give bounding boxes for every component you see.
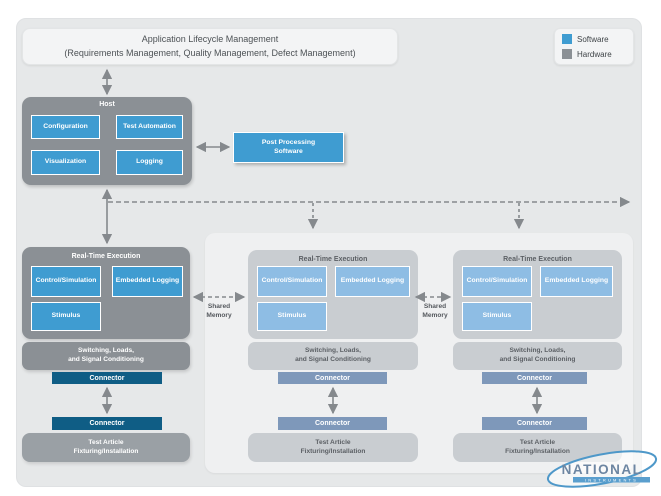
legend-hardware-label: Hardware	[577, 49, 612, 59]
legend-item-software: Software	[562, 34, 626, 44]
ni-logo-national-text: NATIONAL	[562, 462, 643, 477]
module-embedded-logging-left: Embedded Logging	[112, 266, 183, 297]
module-embedded-logging-right: Embedded Logging	[540, 266, 613, 297]
switching-box-right: Switching, Loads, and Signal Conditionin…	[453, 342, 622, 370]
connector-bottom-right: Connector	[482, 417, 587, 430]
shared-memory-label-left: Shared Memory	[206, 303, 232, 319]
module-control-simulation-right: Control/Simulation	[462, 266, 532, 297]
connector-bottom-middle: Connector	[278, 417, 387, 430]
alm-box: Application Lifecycle Management (Requir…	[22, 28, 398, 65]
ni-logo-instruments-text: INSTRUMENTS	[585, 477, 638, 482]
connector-bottom-left: Connector	[52, 417, 162, 430]
host-title: Host	[99, 101, 115, 108]
module-test-automation: Test Automation	[116, 115, 183, 139]
shared-memory-label-right: Shared Memory	[422, 303, 448, 319]
legend-software-label: Software	[577, 34, 609, 44]
rte-box-right: Real-Time Execution Control/Simulation E…	[453, 250, 622, 339]
module-logging: Logging	[116, 150, 183, 175]
module-stimulus-right: Stimulus	[462, 302, 532, 331]
switching-box-left: Switching, Loads, and Signal Conditionin…	[22, 342, 190, 370]
rte-title-middle: Real-Time Execution	[298, 256, 368, 263]
module-control-simulation-middle: Control/Simulation	[257, 266, 327, 297]
ni-logo-instruments-bar	[573, 477, 650, 483]
post-processing-software-box: Post Processing Software	[233, 132, 344, 163]
rte-title-left: Real-Time Execution	[71, 253, 141, 260]
ni-logo: NATIONAL INSTRUMENTS	[546, 450, 658, 488]
test-article-box-left: Test Article Fixturing/Installation	[22, 433, 190, 462]
hardware-swatch-icon	[562, 49, 572, 59]
rte-box-left: Real-Time Execution Control/Simulation E…	[22, 247, 190, 339]
rte-title-right: Real-Time Execution	[503, 256, 572, 263]
rte-box-middle: Real-Time Execution Control/Simulation E…	[248, 250, 418, 339]
host-box: Host Configuration Test Automation Visua…	[22, 97, 192, 185]
module-configuration: Configuration	[31, 115, 100, 139]
legend: Software Hardware	[554, 28, 634, 65]
connector-top-middle: Connector	[278, 372, 387, 384]
alm-title: Application Lifecycle Management	[141, 34, 279, 45]
connector-top-left: Connector	[52, 372, 162, 384]
legend-item-hardware: Hardware	[562, 49, 626, 59]
switching-box-middle: Switching, Loads, and Signal Conditionin…	[248, 342, 418, 370]
module-embedded-logging-middle: Embedded Logging	[335, 266, 410, 297]
connector-top-right: Connector	[482, 372, 587, 384]
test-article-box-middle: Test Article Fixturing/Installation	[248, 433, 418, 462]
software-swatch-icon	[562, 34, 572, 44]
module-stimulus-middle: Stimulus	[257, 302, 327, 331]
alm-subtitle: (Requirements Management, Quality Manage…	[64, 47, 356, 58]
module-stimulus-left: Stimulus	[31, 302, 101, 331]
module-visualization: Visualization	[31, 150, 100, 175]
module-control-simulation-left: Control/Simulation	[31, 266, 101, 297]
